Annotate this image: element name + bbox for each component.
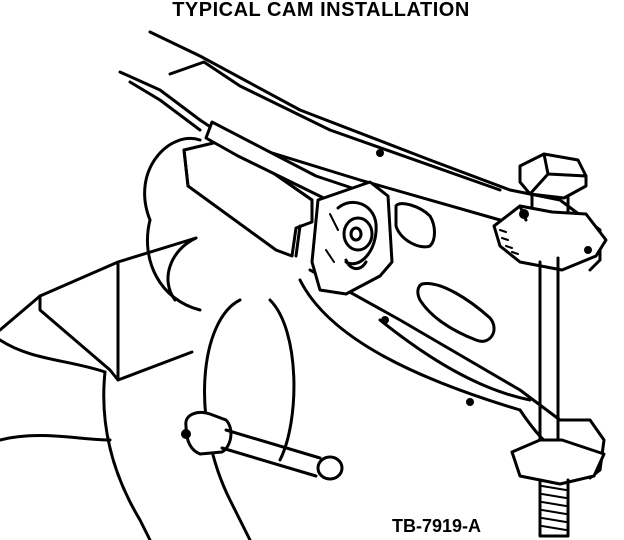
figure-reference-code: TB-7919-A <box>392 516 482 536</box>
vise-handle <box>181 411 344 481</box>
cam-assembly <box>204 120 394 296</box>
figure-title: TYPICAL CAM INSTALLATION <box>172 0 470 21</box>
press-bolt <box>492 152 608 538</box>
bench-vise <box>0 137 296 540</box>
